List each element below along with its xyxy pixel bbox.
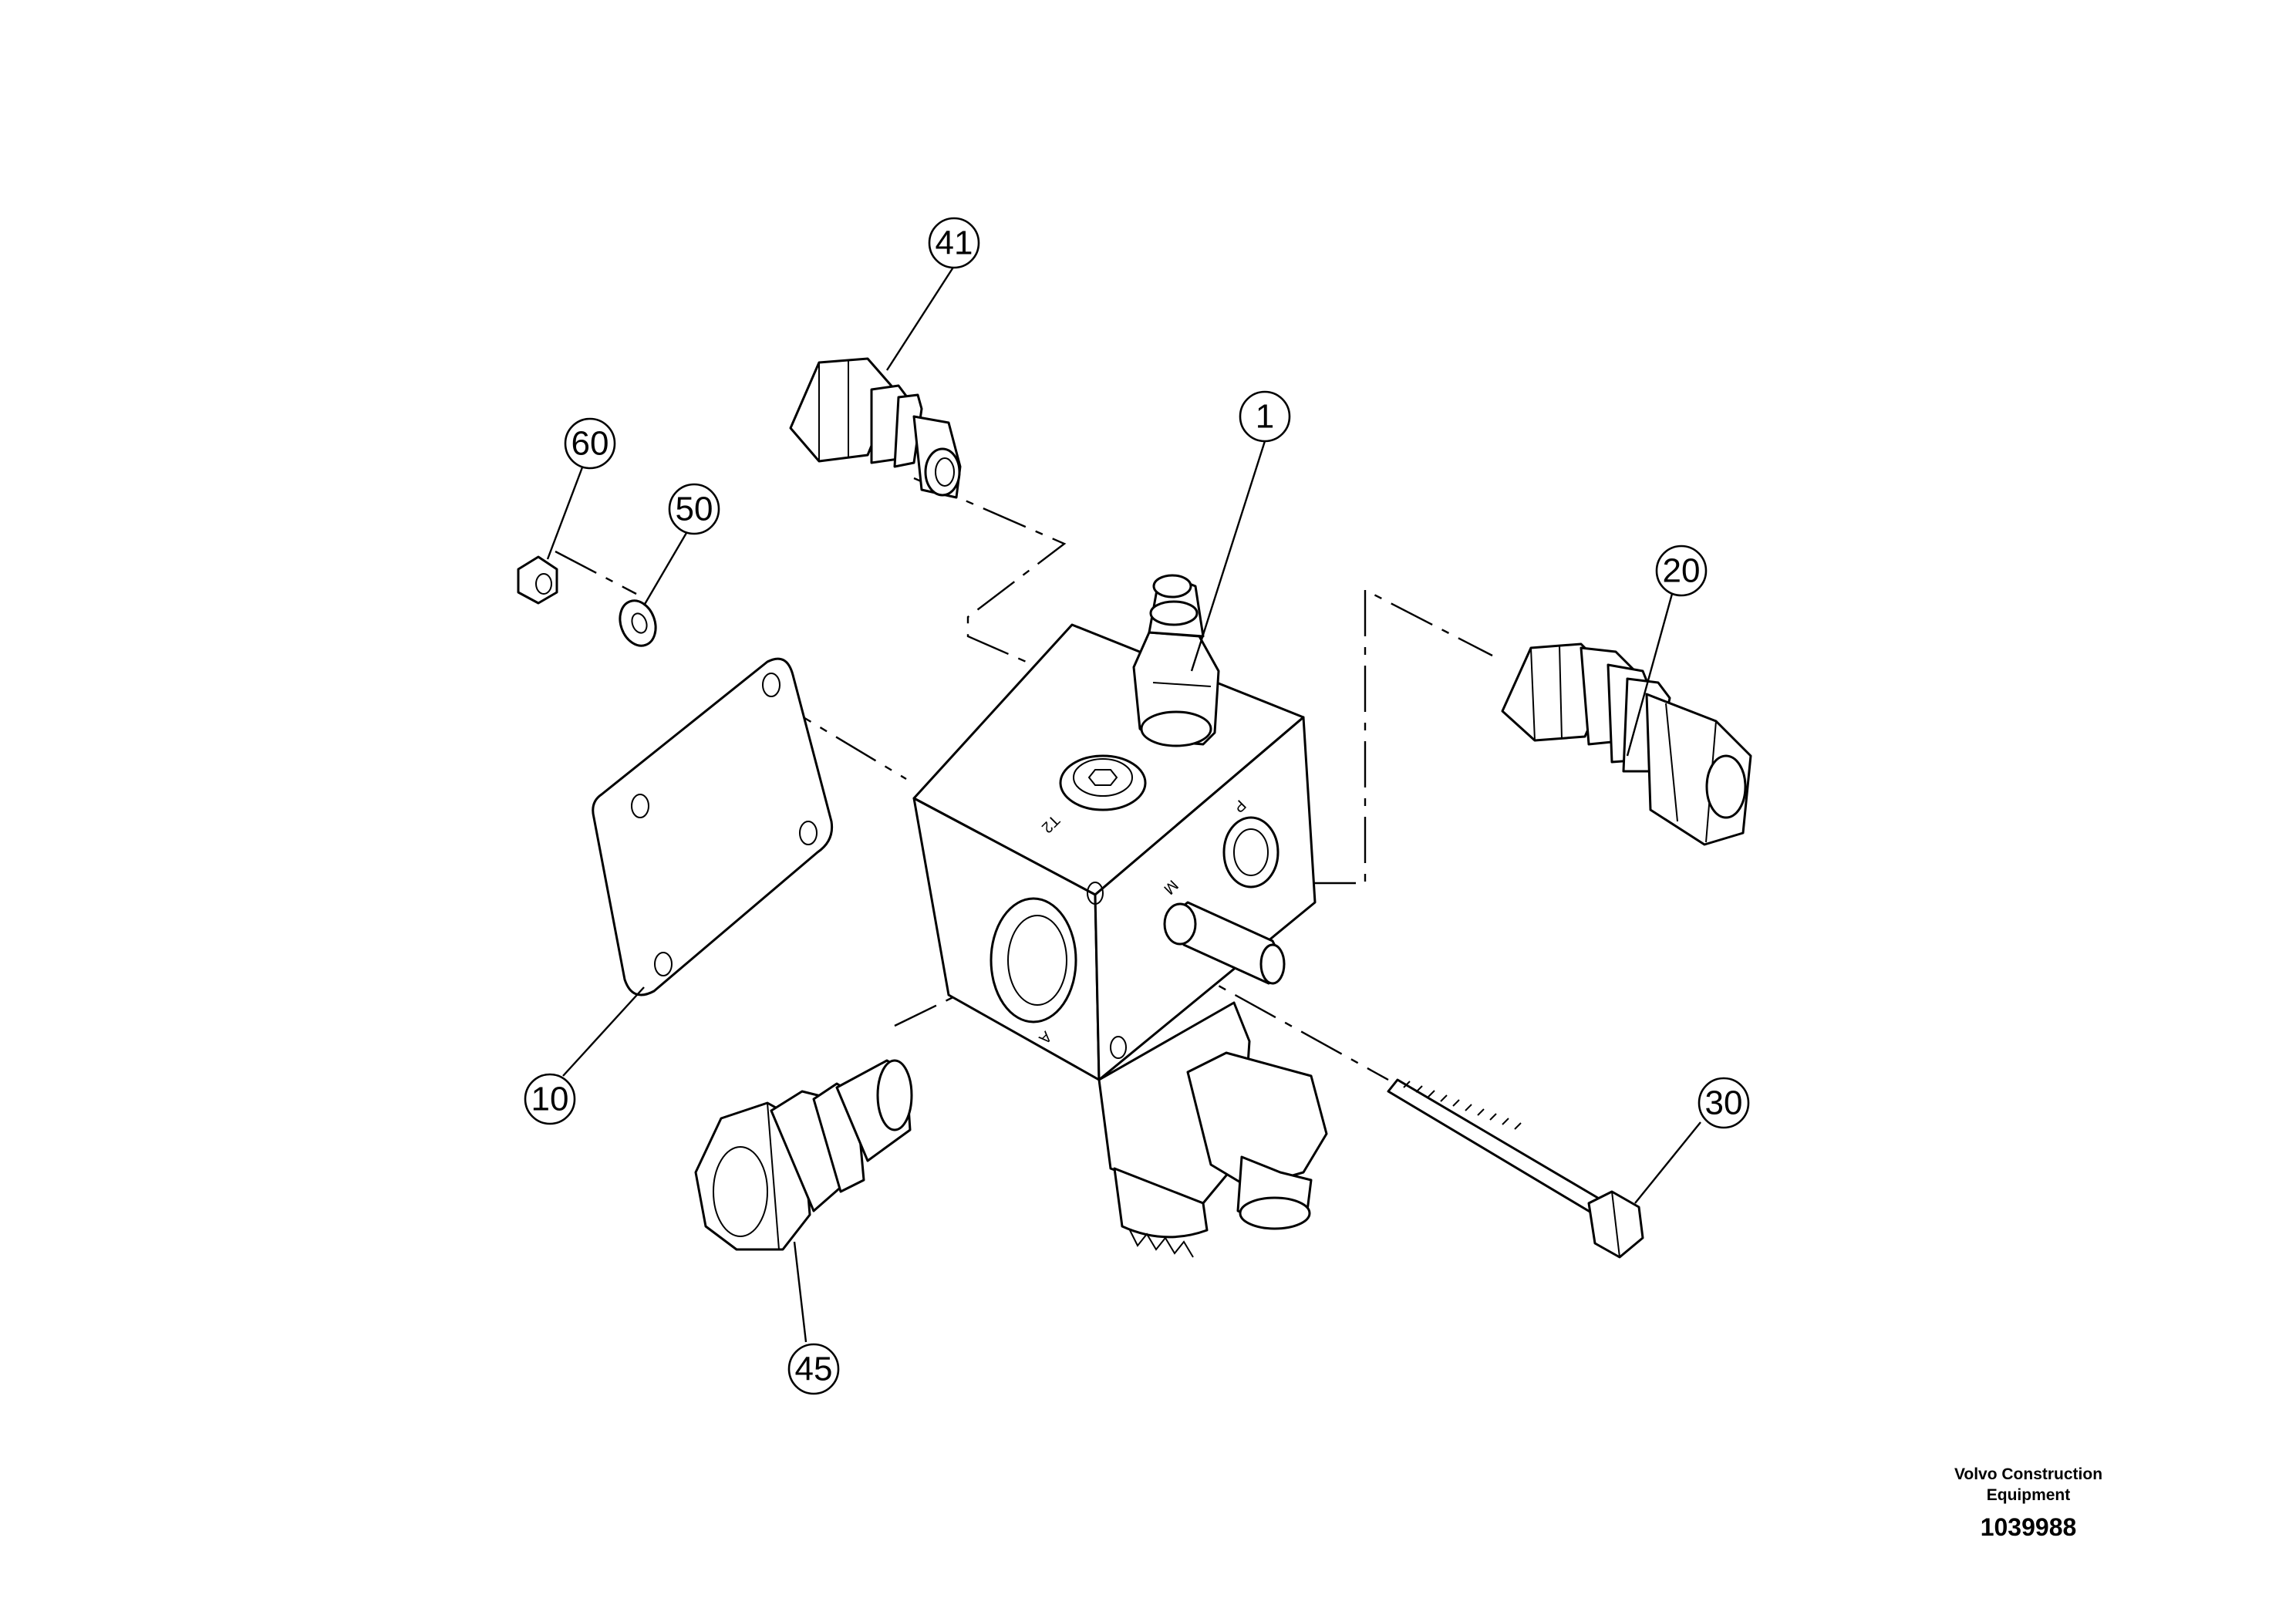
part-45-fitting xyxy=(694,1059,913,1251)
callout-20: 20 xyxy=(1655,545,1708,597)
callout-45: 45 xyxy=(787,1343,840,1395)
solenoid-coil xyxy=(1097,1001,1328,1258)
part-1-relief-valve-cartridge xyxy=(1132,574,1220,747)
callout-50-label: 50 xyxy=(676,491,713,528)
callout-10-label: 10 xyxy=(531,1081,569,1118)
callout-1-label: 1 xyxy=(1256,398,1274,436)
callout-45-label: 45 xyxy=(795,1351,833,1388)
part-60-hex-nut xyxy=(517,555,558,605)
valve-block: T2 P M A xyxy=(912,574,1328,1258)
callout-41: 41 xyxy=(928,217,980,269)
manufacturer-name-line2: Equipment xyxy=(1986,1486,2071,1504)
callout-50: 50 xyxy=(668,483,720,535)
callout-41-label: 41 xyxy=(936,224,973,262)
callout-30: 30 xyxy=(1698,1077,1750,1129)
drawing-number: 1039988 xyxy=(1980,1513,2077,1541)
part-50-washer xyxy=(619,599,657,647)
callout-20-label: 20 xyxy=(1663,552,1701,590)
leader-lines xyxy=(546,265,1701,1343)
callout-1: 1 xyxy=(1239,390,1291,443)
part-10-gasket-plate xyxy=(592,657,834,996)
callout-60-label: 60 xyxy=(571,425,609,463)
callout-10: 10 xyxy=(524,1073,576,1125)
manufacturer-name: Volvo Construction xyxy=(1954,1465,2103,1483)
part-41-fitting xyxy=(789,357,962,499)
callout-30-label: 30 xyxy=(1705,1084,1743,1122)
part-30-bolt xyxy=(1387,1078,1644,1259)
part-20-union-fitting xyxy=(1501,642,1752,846)
callout-60: 60 xyxy=(564,417,616,470)
